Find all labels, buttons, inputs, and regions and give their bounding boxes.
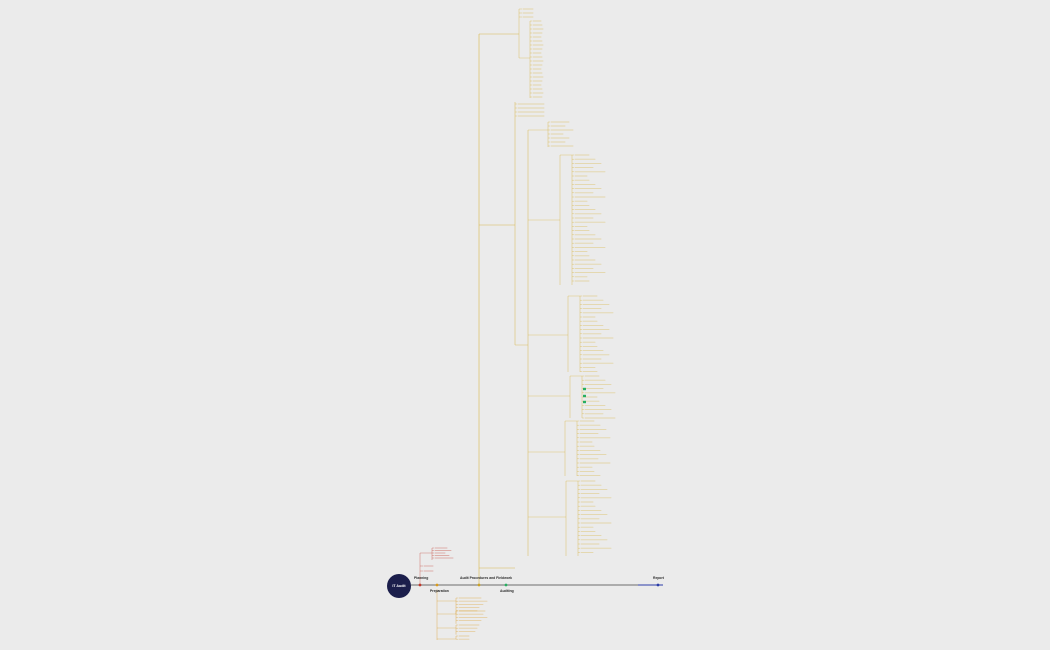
leaf-nodes [423,8,616,640]
phase-planning[interactable]: Planning [414,576,428,580]
fieldwork-milestone-dot [477,583,481,587]
status-check-icon [583,387,586,391]
branch-connectors [419,8,584,640]
phase-label: Report [653,576,664,580]
root-node[interactable]: IT Audit [387,574,411,598]
phase-auditing[interactable]: Auditing [500,589,514,593]
auditing-milestone-dot [504,583,508,587]
phase-label: Audit Procedures and Fieldwork [460,576,512,580]
phase-fieldwork[interactable]: Audit Procedures and Fieldwork [460,576,512,580]
phase-label: Planning [414,576,429,580]
root-label: IT Audit [392,584,406,588]
phase-preparation[interactable]: Preparation [430,589,449,593]
report-milestone-dot [656,583,660,587]
status-check-icon [583,400,586,404]
phase-label: Preparation [430,589,449,593]
planning-milestone-dot [418,583,422,587]
phase-label: Auditing [500,589,514,593]
status-check-icon [583,394,586,398]
phase-report[interactable]: Report [653,576,664,580]
preparation-milestone-dot [435,583,439,587]
